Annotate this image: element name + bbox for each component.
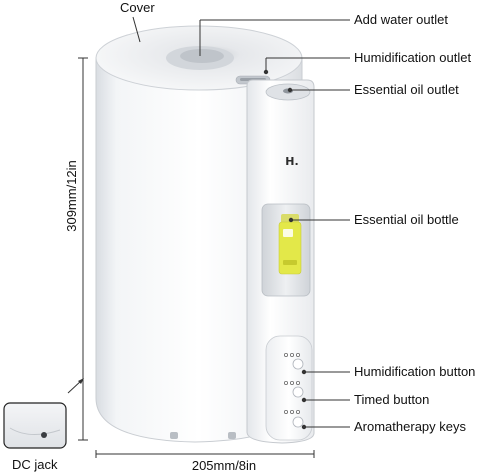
callout-essential-oil-outlet: Essential oil outlet (287, 82, 459, 97)
aromatherapy-key[interactable] (283, 409, 304, 428)
width-label: 205mm/8in (192, 458, 256, 473)
callout-humidification-button: Humidification button (301, 364, 475, 379)
dc-jack (41, 432, 47, 438)
brand-mark: H. (285, 155, 298, 168)
callout-timed-button: Timed button (301, 392, 429, 407)
humidification-button-label: Humidification button (354, 364, 475, 379)
dc-jack-inset: DC jack (3, 378, 84, 472)
callout-cover: Cover (120, 0, 155, 43)
callout-add-water-outlet: Add water outlet (199, 12, 448, 56)
dc-jack-label: DC jack (12, 457, 58, 472)
humidification-button[interactable] (283, 352, 304, 370)
aromatherapy-keys-label: Aromatherapy keys (354, 419, 466, 434)
height-dimension: 309mm/12in (64, 57, 88, 441)
add-water-outlet-label: Add water outlet (354, 12, 448, 27)
cover-label: Cover (120, 0, 155, 15)
button-panel (265, 335, 313, 441)
callout-aromatherapy-keys: Aromatherapy keys (301, 419, 466, 434)
humidification-outlet-label: Humidification outlet (354, 50, 471, 65)
timed-button[interactable] (283, 380, 304, 398)
control-tower: H. (246, 79, 315, 444)
callout-humidification-outlet: Humidification outlet (263, 50, 471, 75)
callout-essential-oil-bottle: Essential oil bottle (288, 212, 459, 227)
essential-oil-outlet-label: Essential oil outlet (354, 82, 459, 97)
width-dimension: 205mm/8in (95, 450, 315, 473)
essential-oil-bottle-label: Essential oil bottle (354, 212, 459, 227)
height-label: 309mm/12in (64, 160, 79, 232)
timed-button-label: Timed button (354, 392, 429, 407)
essential-oil-bottle (278, 214, 302, 275)
